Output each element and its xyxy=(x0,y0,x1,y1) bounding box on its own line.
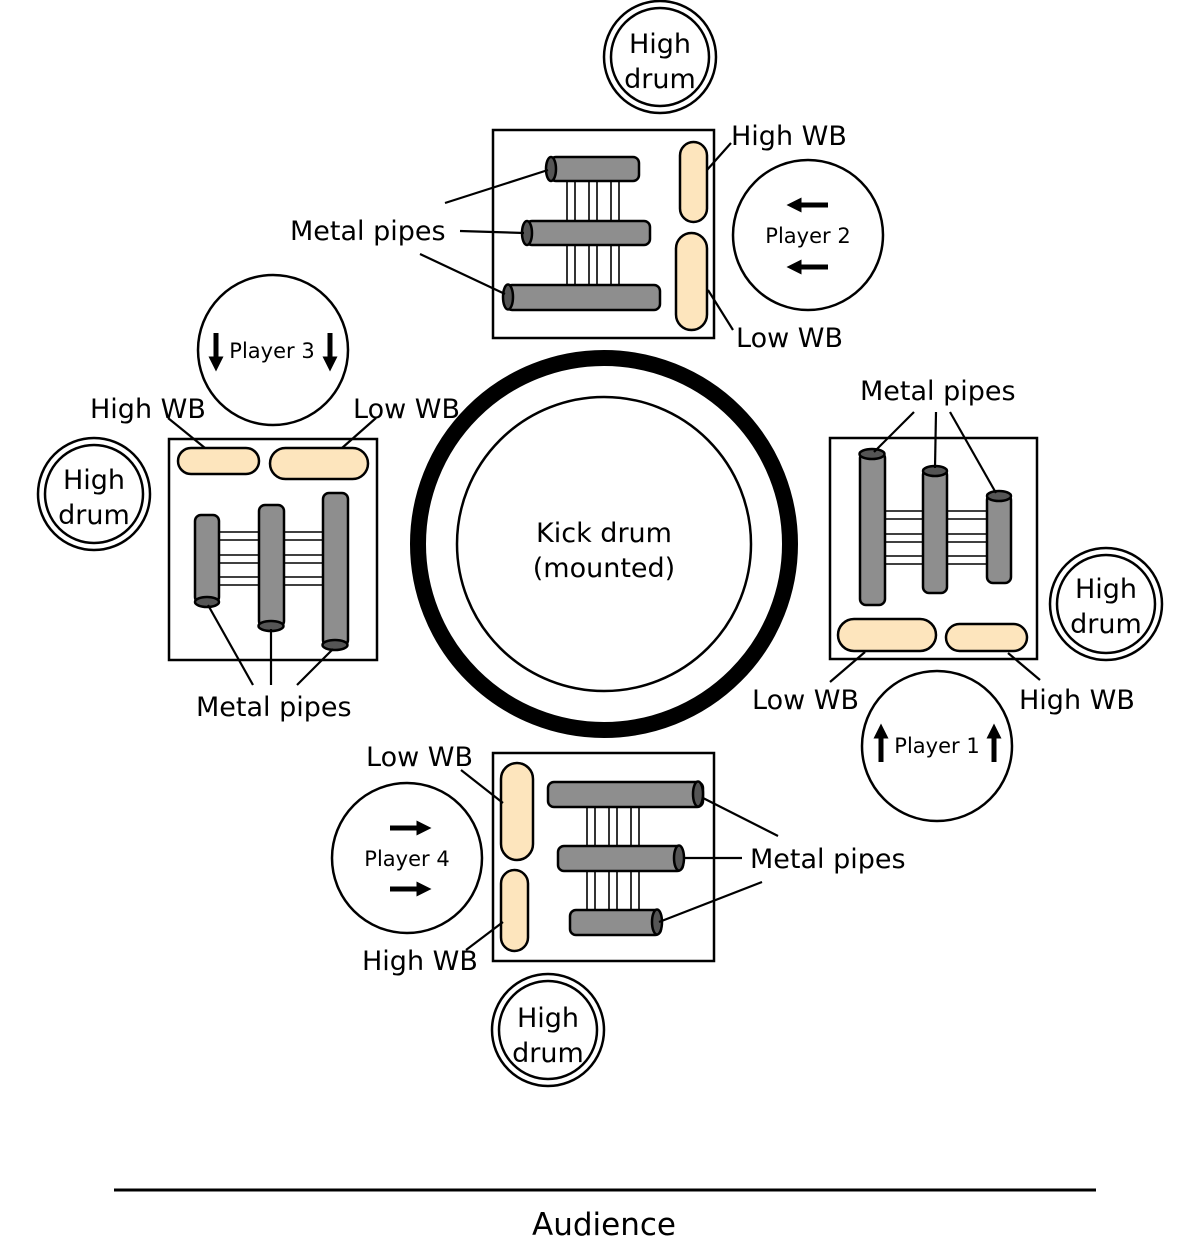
player-4-label: Player 4 xyxy=(364,847,449,871)
low-wb-label: Low WB xyxy=(736,323,843,354)
low-wb-label: Low WB xyxy=(353,394,460,425)
metal-pipe xyxy=(544,155,641,183)
player-2-label: Player 2 xyxy=(765,224,850,248)
high-drum-top: High drum xyxy=(602,0,718,115)
metal-pipe xyxy=(556,844,686,873)
wood-block-high xyxy=(678,140,709,224)
high-drum-bottom: High drum xyxy=(490,972,606,1088)
high-drum-label-line2: drum xyxy=(1070,609,1142,640)
leader-lines xyxy=(167,142,1041,951)
wood-block-low xyxy=(499,761,535,862)
player-4: Player 4 xyxy=(330,781,484,935)
metal-pipe xyxy=(985,489,1013,585)
metal-pipe xyxy=(568,908,664,937)
audience-label: Audience xyxy=(532,1207,676,1243)
high-wb-label: High WB xyxy=(731,121,847,152)
wood-block-low xyxy=(268,446,370,481)
high-drum-label-line1: High xyxy=(63,465,125,496)
wood-block-low xyxy=(836,617,938,653)
high-wb-label: High WB xyxy=(362,946,478,977)
low-wb-label: Low WB xyxy=(366,742,473,773)
metal-pipes-label: Metal pipes xyxy=(750,844,906,875)
player-3: Player 3 xyxy=(196,273,350,427)
metal-pipes-label: Metal pipes xyxy=(860,376,1016,407)
player-3-label: Player 3 xyxy=(229,339,314,363)
player-2: Player 2 xyxy=(731,158,885,312)
arrow-down-icon xyxy=(208,333,338,372)
high-drum-label-line2: drum xyxy=(624,64,696,95)
high-drum-label-line2: drum xyxy=(58,500,130,531)
player-1: Player 1 xyxy=(860,669,1014,823)
player-1-label: Player 1 xyxy=(894,734,979,758)
metal-pipe xyxy=(921,464,949,595)
low-wb-label: Low WB xyxy=(752,685,859,716)
metal-pipe xyxy=(257,503,286,633)
metal-pipe xyxy=(520,219,652,247)
station-left xyxy=(167,437,379,662)
metal-pipe xyxy=(501,283,662,312)
high-drum-left: High drum xyxy=(36,436,152,552)
wood-block-low xyxy=(674,231,709,332)
station-top xyxy=(491,128,716,340)
metal-pipe xyxy=(858,447,887,607)
wood-block-high xyxy=(176,446,261,476)
metal-pipes-label: Metal pipes xyxy=(290,216,446,247)
station-bottom xyxy=(491,751,716,963)
high-drum-label-line1: High xyxy=(629,29,691,60)
high-drum-label-line1: High xyxy=(1075,574,1137,605)
kick-drum: Kick drum (mounted) xyxy=(410,350,798,738)
kick-drum-label-line2: (mounted) xyxy=(533,553,675,584)
arrow-right-icon xyxy=(390,820,432,897)
high-drum-right: High drum xyxy=(1048,546,1164,662)
metal-pipe xyxy=(193,513,221,609)
metal-pipe xyxy=(321,491,350,652)
kick-drum-label-line1: Kick drum xyxy=(536,518,672,549)
arrow-up-icon xyxy=(873,723,1002,762)
high-drum-label-line1: High xyxy=(517,1003,579,1034)
high-wb-label: High WB xyxy=(1019,685,1135,716)
metal-pipe xyxy=(546,780,705,809)
high-drum-label-line2: drum xyxy=(512,1038,584,1069)
arrow-left-icon xyxy=(786,197,828,275)
wood-block-high xyxy=(944,622,1029,653)
wood-block-high xyxy=(499,868,530,953)
station-right xyxy=(828,436,1039,661)
metal-pipes-label: Metal pipes xyxy=(196,692,352,723)
high-wb-label: High WB xyxy=(90,394,206,425)
